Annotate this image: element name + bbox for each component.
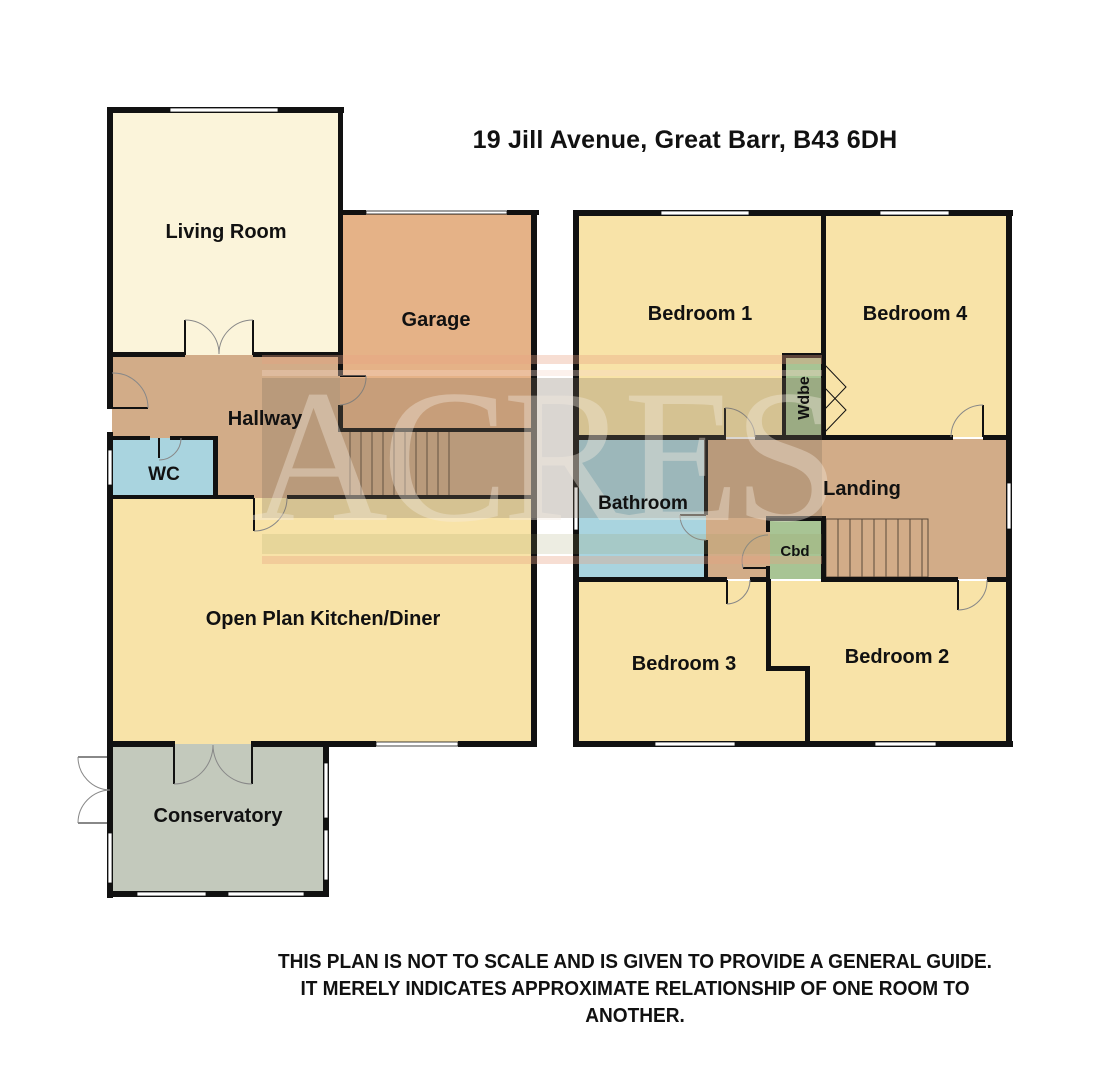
label-hallway: Hallway <box>228 408 303 430</box>
watermark-text: ACRES <box>251 352 833 562</box>
label-bedroom-3: Bedroom 3 <box>632 653 736 675</box>
label-bedroom-4: Bedroom 4 <box>863 303 968 325</box>
room-bathroom <box>579 439 706 579</box>
label-kitchen-diner: Open Plan Kitchen/Diner <box>206 608 441 630</box>
label-wc: WC <box>148 464 180 485</box>
label-wardrobe: Wdbe <box>796 376 813 420</box>
room-living-room <box>112 112 340 355</box>
label-living-room: Living Room <box>165 221 286 243</box>
first-floor-walls <box>573 210 1013 747</box>
ground-floor-walls <box>107 107 539 898</box>
ground-floor <box>77 107 539 898</box>
room-conservatory <box>112 744 326 893</box>
room-bedroom-4 <box>823 215 1006 437</box>
room-kitchen-diner <box>112 498 534 744</box>
staircase <box>349 431 450 496</box>
room-cupboard <box>770 519 823 579</box>
first-floor-windows <box>573 210 1012 747</box>
room-landing <box>706 439 1006 579</box>
ground-floor-windows <box>107 107 508 897</box>
property-address-title: 19 Jill Avenue, Great Barr, B43 6DH <box>472 126 898 154</box>
label-bedroom-2: Bedroom 2 <box>845 646 949 668</box>
ground-floor-doors <box>77 319 367 824</box>
acres-watermark: ACRES <box>251 352 839 564</box>
label-cupboard: Cbd <box>780 543 809 560</box>
room-wc <box>112 438 215 498</box>
label-bathroom: Bathroom <box>598 493 688 514</box>
first-floor-doors <box>679 363 988 611</box>
label-landing: Landing <box>823 478 901 500</box>
room-garage <box>340 214 534 430</box>
room-wardrobe <box>785 357 823 437</box>
label-bedroom-1: Bedroom 1 <box>648 303 752 325</box>
label-garage: Garage <box>402 309 471 331</box>
first-floor <box>573 210 1013 747</box>
not-to-scale-disclaimer: THIS PLAN IS NOT TO SCALE AND IS GIVEN T… <box>278 950 992 1027</box>
label-conservatory: Conservatory <box>154 805 284 827</box>
room-labels: Living Room Garage Hallway WC Open Plan … <box>148 221 968 827</box>
